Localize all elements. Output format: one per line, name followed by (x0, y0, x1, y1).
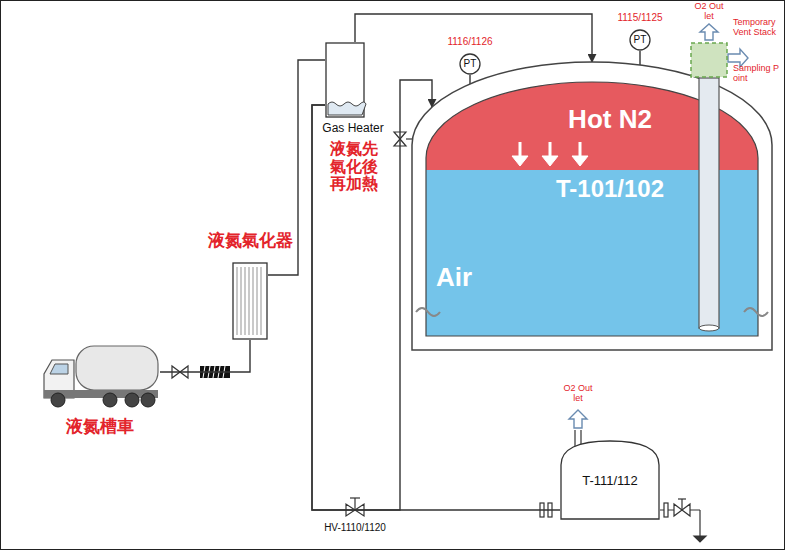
tag-number: 1116/1126 (445, 36, 495, 47)
valve-tag: HV-1110/1120 (315, 522, 395, 533)
pressure-transmitter: 1116/1126PT (445, 36, 495, 76)
instrument-code: PT (629, 29, 651, 51)
outlet-label: O2 Outlet (694, 2, 724, 22)
vaporizer-outline (232, 262, 268, 340)
pipe-line (469, 75, 470, 84)
storage-tank: Hot N2 T-101/102Air (410, 60, 774, 352)
pressure-transmitter: 1115/1125PT (615, 12, 665, 52)
pipe-line (639, 51, 640, 65)
gas-zone-label: Hot N2 (540, 105, 680, 134)
buffer-drum: T-111/112 (560, 440, 660, 520)
stack-label: Temporary Vent Stack (733, 18, 781, 38)
check-valve (394, 132, 412, 146)
gas-heater: Gas Heater 液氮先氣化後再加熱 (318, 42, 388, 202)
vaporizer-label: 液氮氣化器 (205, 232, 295, 251)
sampling-label: Sampling Point (733, 64, 781, 84)
tank-truck-outline (40, 340, 160, 410)
gas-heater-outline (325, 42, 365, 118)
vaporizer: 液氮氣化器 (205, 232, 295, 342)
pipe-line (160, 340, 250, 372)
gas-zone-label: Air (436, 263, 506, 292)
heater-note: 液氮先氣化後再加熱 (329, 140, 379, 193)
heater-label: Gas Heater (318, 122, 388, 135)
drum-outlet (660, 499, 706, 542)
drum-tag: T-111/112 (560, 474, 660, 488)
tag-number: 1115/1125 (615, 12, 665, 23)
truck-label: 液氮槽車 (40, 418, 160, 437)
hv-valve (346, 498, 364, 516)
vent-stack: Temporary Vent Stack (690, 42, 728, 78)
vent-stack-outline (690, 42, 728, 78)
outlet-label: O2 Outlet (563, 384, 593, 404)
tank-truck: 液氮槽車 (40, 340, 160, 448)
storage-tank-outline (410, 60, 774, 352)
instrument-code: PT (459, 53, 481, 75)
tank-tag: T-101/102 (525, 176, 695, 202)
